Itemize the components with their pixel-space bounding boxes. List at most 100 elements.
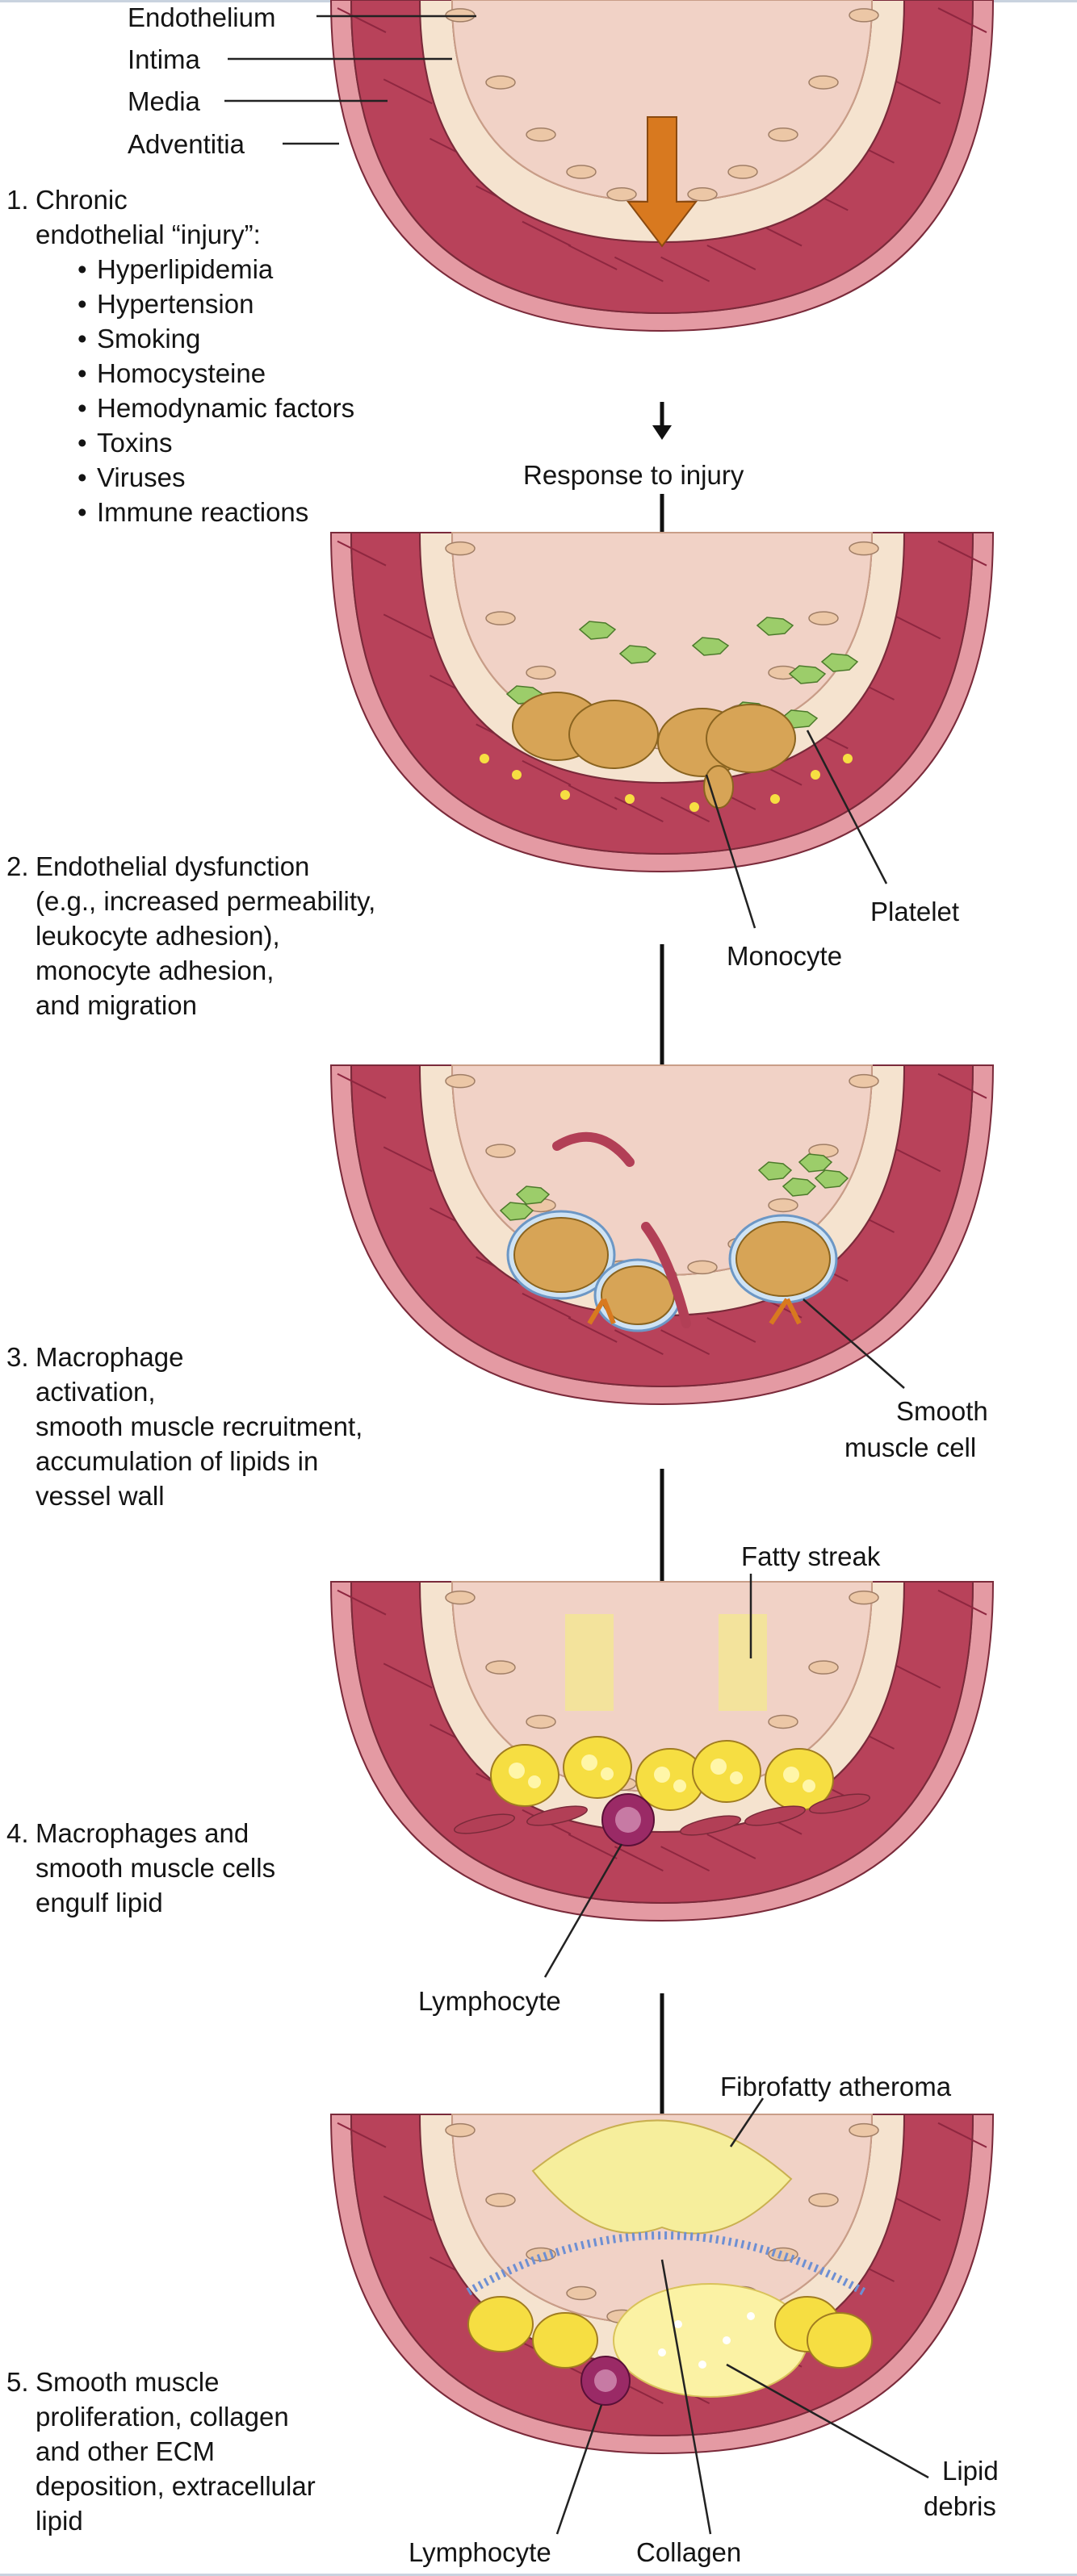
endothelial-cell	[768, 1714, 798, 1729]
lipid-droplet	[512, 770, 522, 780]
step-5-line: and other ECM	[36, 2436, 215, 2466]
endothelial-cell	[445, 1073, 476, 1089]
lipid-droplet	[689, 802, 699, 812]
step-3-caption: 3. Macrophage activation, smooth muscle …	[6, 1340, 362, 1513]
label-lymphocyte-4: Lymphocyte	[418, 1986, 561, 2016]
endothelial-cell	[445, 541, 476, 556]
lipid-core	[613, 2283, 808, 2398]
step-5-line: deposition, extracellular	[36, 2471, 316, 2501]
leader-platelet	[806, 730, 888, 884]
muscle-fiber-mark	[337, 7, 387, 33]
label-lipid-debris-1: Lipid	[942, 2456, 999, 2486]
endothelial-cell	[727, 165, 758, 179]
muscle-fiber-mark	[660, 797, 710, 823]
step-4-caption: 4. Macrophages and smooth muscle cells e…	[6, 1816, 275, 1920]
vessel-panel-1	[329, 0, 995, 332]
endothelial-cell	[485, 75, 516, 90]
muscle-fiber-mark	[522, 1292, 572, 1319]
endothelial-cell	[445, 1590, 476, 1605]
smooth-muscle-cell	[641, 1222, 691, 1328]
endothelial-cell	[606, 187, 637, 202]
step-4-line: smooth muscle cells	[36, 1853, 276, 1883]
muscle-fiber-mark	[337, 1073, 387, 1099]
label-intima: Intima	[128, 44, 200, 74]
muscle-fiber-mark	[522, 220, 572, 247]
foam-cell	[692, 1740, 761, 1803]
macrophage-cell	[513, 1217, 609, 1293]
platelet-cell	[618, 645, 657, 664]
muscle-fiber-mark	[614, 797, 664, 823]
platelet-cell	[578, 621, 617, 640]
label-smooth-muscle-cell-1: Smooth	[896, 1396, 988, 1426]
injury-factor: Hemodynamic factors	[81, 391, 354, 425]
platelet-cell	[515, 1186, 551, 1205]
lipid-vacuole	[803, 1779, 815, 1792]
endothelial-cell	[687, 187, 718, 202]
monocyte-cell	[706, 704, 796, 773]
injury-factor: Hyperlipidemia	[81, 252, 354, 286]
step-2-line: and migration	[36, 990, 197, 1020]
endothelial-cell	[526, 1714, 556, 1729]
platelet-cell	[788, 665, 827, 684]
step-4-line: Macrophages and	[36, 1818, 249, 1848]
endothelial-cell	[526, 665, 556, 680]
migration-arrow	[769, 1298, 802, 1325]
lipid-vacuole	[528, 1775, 541, 1788]
step-5-number: 5.	[6, 2367, 29, 2397]
label-lipid-debris-2: debris	[924, 2491, 996, 2521]
platelet-cell	[499, 1202, 534, 1221]
muscle-fiber-mark	[706, 1834, 756, 1859]
muscle-fiber-mark	[891, 1146, 941, 1173]
smooth-muscle-cell	[680, 1815, 741, 1836]
label-lymphocyte-5: Lymphocyte	[409, 2537, 551, 2567]
platelet-cell	[820, 653, 859, 672]
endothelial-cell	[566, 165, 597, 179]
leader-lymphocyte-5	[555, 2404, 603, 2535]
muscle-fiber-mark	[568, 245, 618, 270]
foam-cell	[807, 2312, 873, 2369]
muscle-fiber-mark	[383, 78, 433, 105]
muscle-fiber-mark	[568, 784, 618, 810]
step-5-line: proliferation, collagen	[36, 2402, 289, 2432]
step-2-line: (e.g., increased permeability,	[36, 886, 376, 916]
leader-smooth-muscle-cell	[803, 1298, 905, 1389]
lipid-droplet	[770, 794, 780, 804]
lipid-vacuole	[581, 1754, 597, 1771]
injury-factor: Viruses	[81, 460, 354, 495]
lipid-debris-particle	[674, 2320, 682, 2328]
step-3-line: activation,	[36, 1377, 156, 1407]
muscle-fiber-mark	[937, 7, 987, 33]
endothelial-cell	[445, 2122, 476, 2138]
platelet-cell	[756, 617, 794, 636]
endothelial-cell	[566, 2285, 597, 2301]
muscle-fiber-mark	[383, 2195, 433, 2222]
muscle-fiber-mark	[614, 1329, 664, 1356]
vessel-panel-3	[329, 1064, 995, 1406]
leader-lymphocyte-4	[543, 1843, 623, 1978]
step-3-line: smooth muscle recruitment,	[36, 1411, 363, 1441]
muscle-fiber-mark	[660, 256, 710, 282]
lipid-vacuole	[710, 1758, 727, 1775]
step-2-line: leukocyte adhesion),	[36, 921, 280, 951]
step-3-line: accumulation of lipids in	[36, 1446, 319, 1476]
injury-factor: Homocysteine	[81, 356, 354, 391]
injury-factor: Smoking	[81, 321, 354, 356]
label-media: Media	[128, 86, 200, 116]
step-3-line: Macrophage	[36, 1342, 184, 1372]
migration-arrow	[587, 1298, 616, 1325]
muscle-fiber-mark	[337, 540, 387, 567]
fatty-streak-glow	[565, 1614, 614, 1711]
muscle-fiber-mark	[568, 1834, 618, 1859]
muscle-fiber-mark	[891, 2195, 941, 2222]
monocyte-cell	[568, 700, 659, 769]
step-5-line: lipid	[36, 2506, 83, 2536]
muscle-fiber-mark	[660, 1846, 710, 1872]
endothelial-cell	[768, 1198, 798, 1213]
lipid-vacuole	[783, 1767, 799, 1783]
endothelial-cell	[849, 1073, 879, 1089]
endothelial-cell	[849, 541, 879, 556]
endothelial-cell	[687, 1260, 718, 1275]
foam-cell	[563, 1736, 632, 1799]
endothelial-cell	[808, 1660, 839, 1675]
